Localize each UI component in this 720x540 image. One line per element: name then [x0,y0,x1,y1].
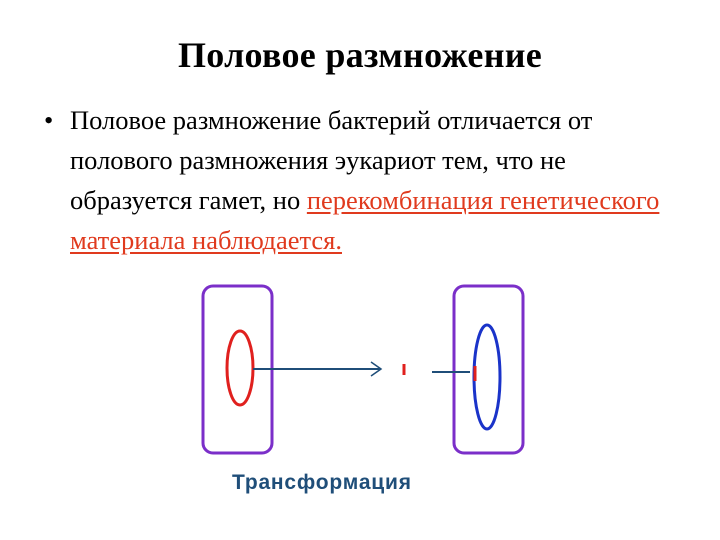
paragraph-text: Половое размножение бактерий отличается … [70,100,684,260]
recipient-chromosome [472,323,502,431]
bullet-marker: • [44,105,54,135]
diagram-caption: Трансформация [232,471,412,494]
text-highlight: перекомбинация генетического материала н… [70,185,660,255]
donor-chromosome [225,329,255,407]
recipient-cell [452,284,525,455]
arrowhead [370,361,383,377]
bullet-paragraph: • Половое размножение бактерий отличаетс… [44,100,684,260]
text-plain: Половое размножение бактерий отличается … [70,105,593,215]
slide-title: Половое размножение [177,35,543,75]
